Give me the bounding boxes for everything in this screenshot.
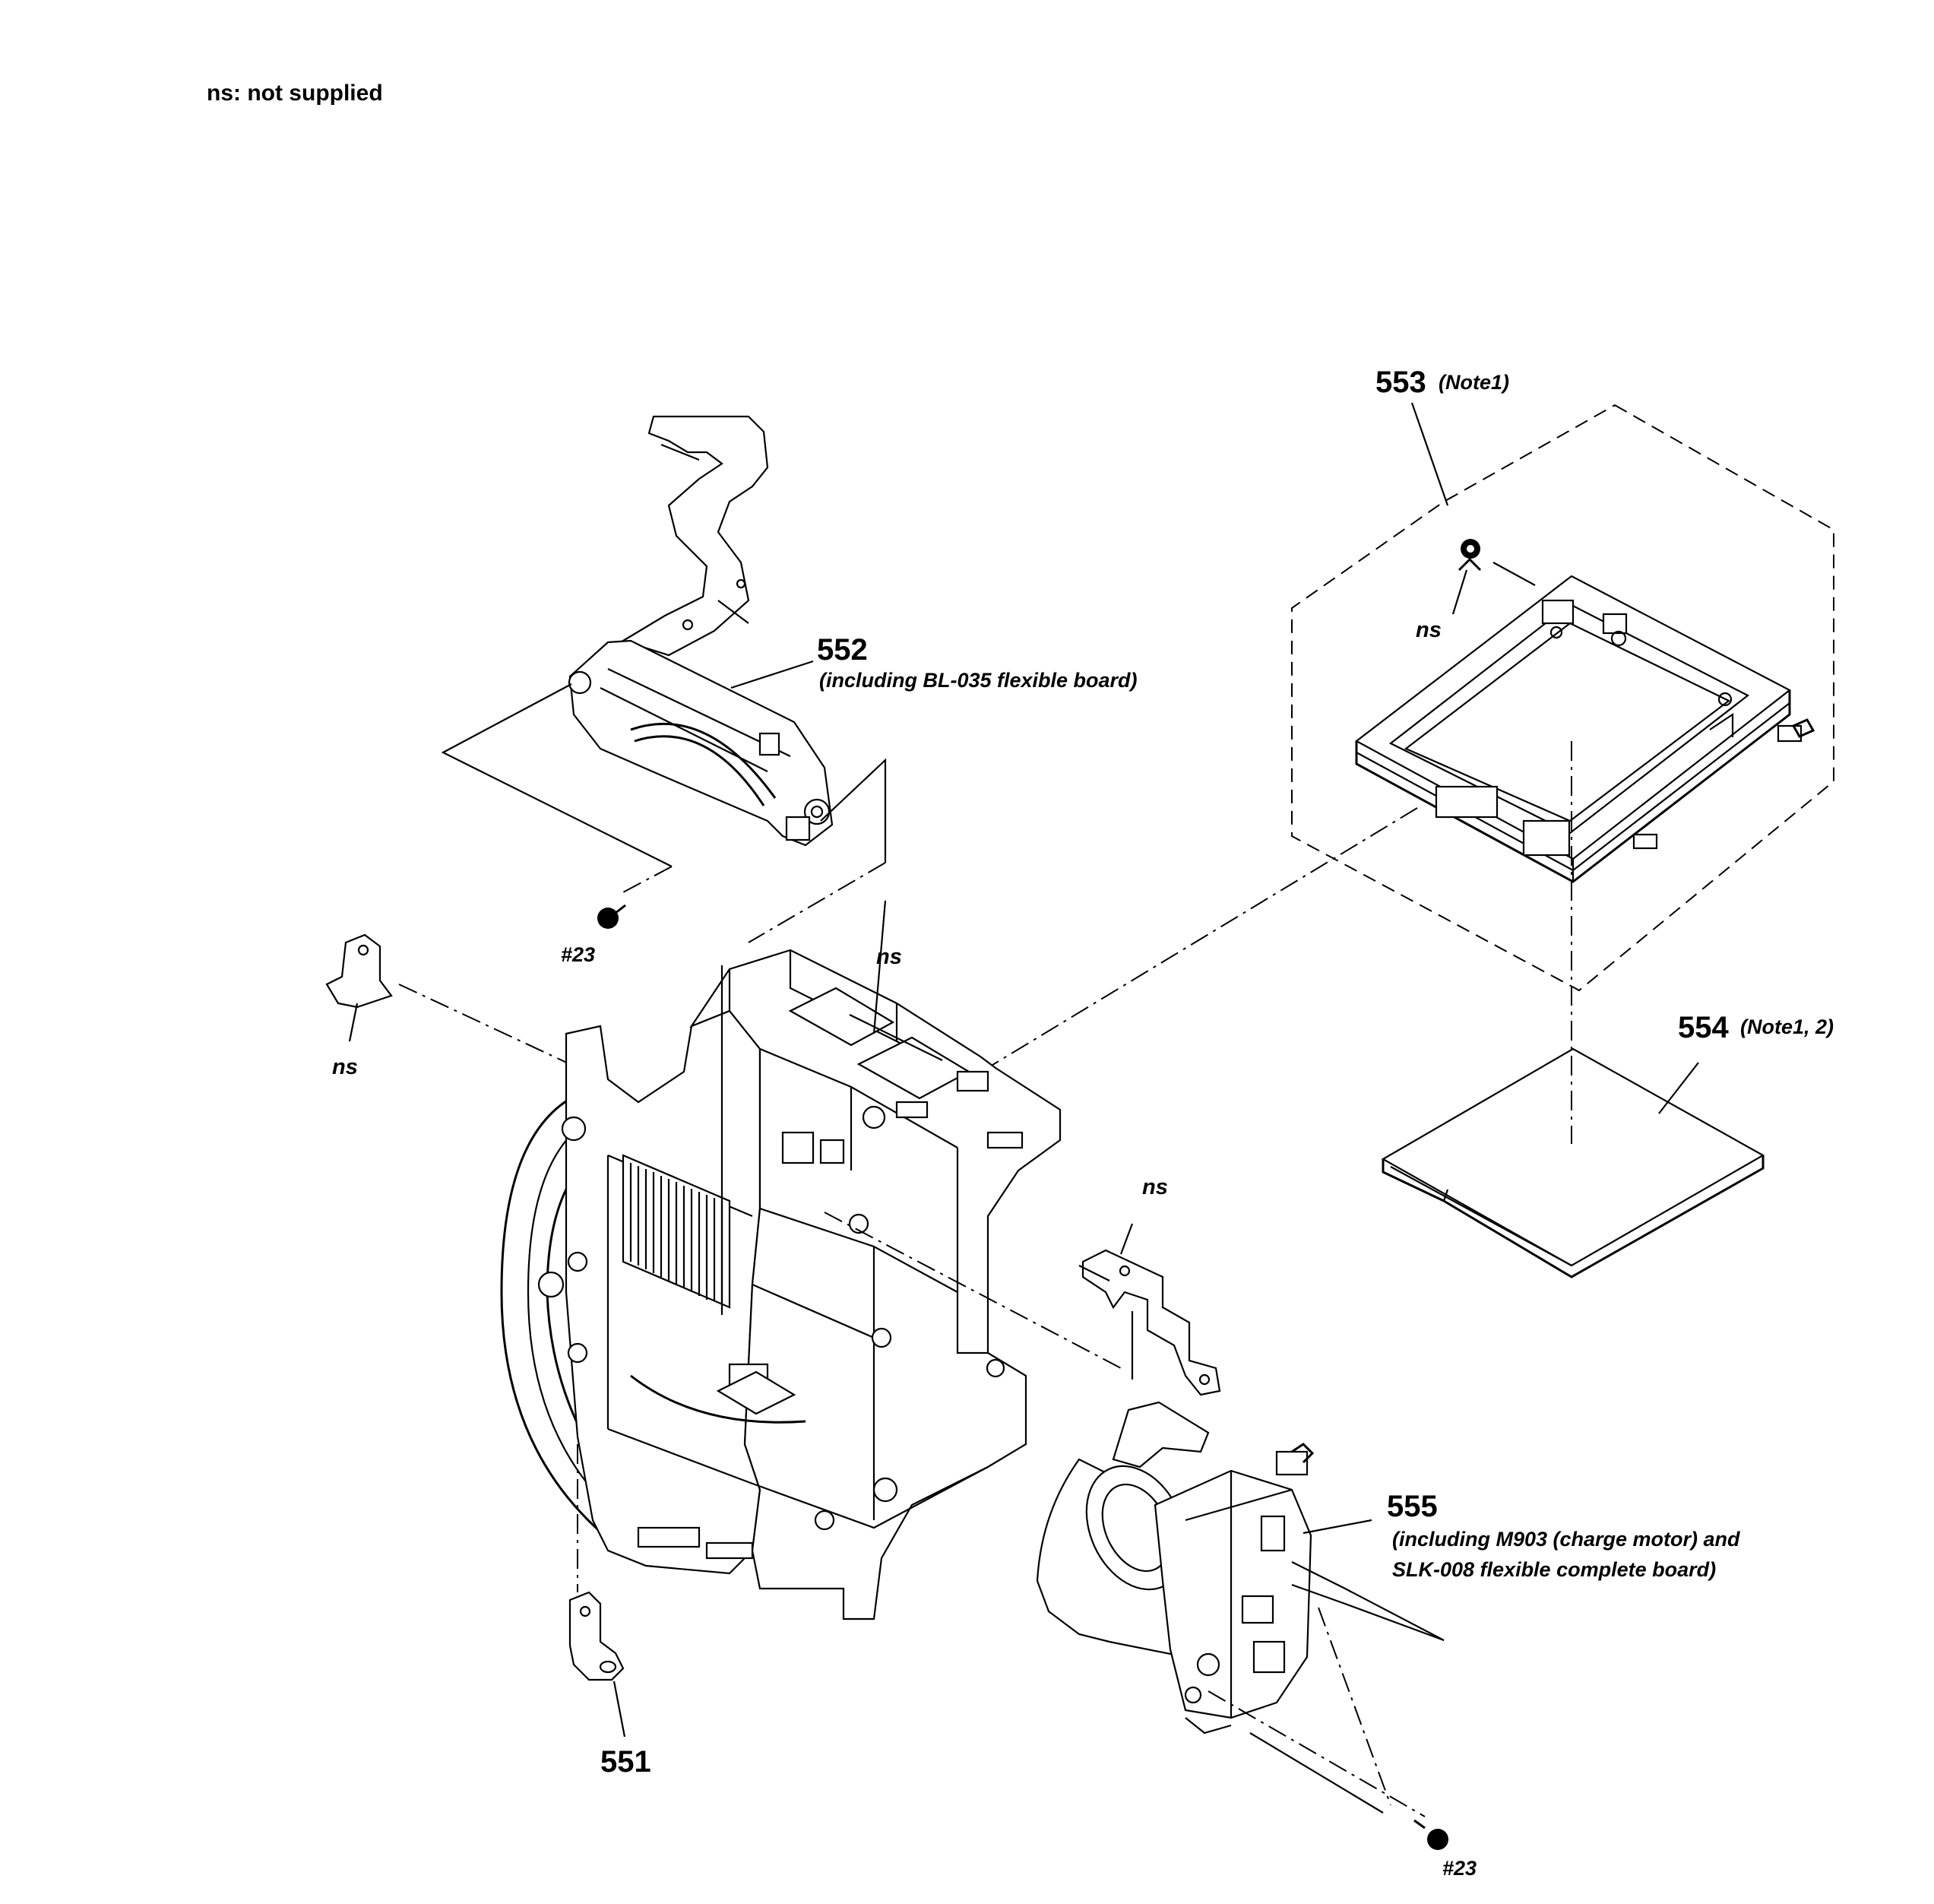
part-note-554: (Note1, 2) (1740, 1015, 1834, 1038)
mirror-box-body (500, 949, 1062, 1620)
assembly-553-boundary (1291, 404, 1834, 992)
part-number-555: 555 (1387, 1490, 1438, 1523)
shutter-block-552 (568, 415, 834, 847)
screw-label-top: #23 (561, 943, 596, 966)
legend-text: ns: not supplied (207, 81, 383, 106)
bracket-icon (325, 933, 393, 1042)
ns-label-top-center: ns (876, 945, 902, 969)
filter-plate-554 (1381, 1047, 1765, 1278)
part-number-553: 553 (1375, 366, 1426, 399)
bracket-right (1078, 1223, 1221, 1396)
sensor-frame-553 (1354, 575, 1815, 883)
bracket-551 (568, 1591, 625, 1681)
screw-icon (597, 904, 626, 929)
part-note-553: (Note1) (1439, 371, 1509, 394)
ns-label-right-center: ns (1142, 1175, 1168, 1199)
part-note-552: (including BL-035 flexible board) (819, 669, 1138, 692)
part-note-555-line1: (including M903 (charge motor) and (1392, 1528, 1740, 1551)
screw-icon (1413, 1819, 1448, 1850)
part-number-551: 551 (600, 1745, 651, 1779)
ns-label-top-right: ns (1416, 618, 1442, 642)
part-number-552: 552 (817, 633, 868, 667)
part-number-554: 554 (1678, 1011, 1729, 1044)
charge-motor-555 (1036, 1401, 1315, 1735)
part-note-555-line2: SLK-008 flexible complete board) (1392, 1558, 1717, 1581)
gear-icon (1458, 539, 1482, 572)
screw-label-bottom: #23 (1442, 1857, 1477, 1880)
ns-label-left: ns (332, 1055, 358, 1079)
